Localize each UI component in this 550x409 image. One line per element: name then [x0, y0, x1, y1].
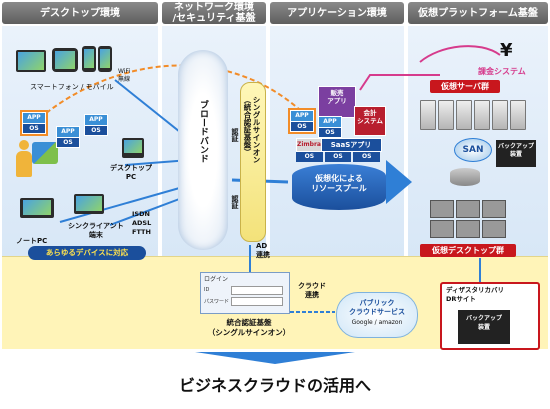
- notebook-device: [20, 198, 54, 218]
- orange-dashed-link: [39, 64, 301, 119]
- server-rack: [414, 96, 540, 132]
- tablet-device: [16, 50, 46, 72]
- os-row: OS OS OS: [296, 152, 381, 162]
- login-title: ログイン: [204, 276, 229, 283]
- zimbra-box: Zimbra: [296, 138, 322, 152]
- windows-logo: [32, 142, 58, 164]
- integrated-auth-label: 統合認証基盤 （シングルサインオン）: [207, 318, 291, 337]
- broadband-cloud: [178, 50, 228, 250]
- password-field[interactable]: [231, 297, 283, 306]
- login-window: ログイン ID パスワード: [200, 272, 290, 314]
- public-cloud: パブリック クラウドサービス Google / amazon: [336, 292, 418, 338]
- smartphone-device-3: [98, 46, 112, 72]
- broadband-label: ブロードバンド: [198, 100, 208, 163]
- dr-backup-box: バックアップ 装置: [458, 310, 510, 344]
- thin-client-label: シンクライアント 端末: [68, 222, 124, 239]
- yen-icon: ¥: [500, 40, 513, 61]
- header-app: アプリケーション環境: [270, 2, 404, 24]
- wifi-label: WiFi 無線: [118, 68, 131, 83]
- link-notebook: [59, 184, 191, 223]
- smartphone-label: スマートフォン / モバイル: [30, 83, 114, 91]
- lines-label: ISDN ADSL FTTH: [132, 210, 152, 236]
- app-to-virtual-arrow: [386, 160, 412, 204]
- header-network: ネットワーク環境 /セキュリティ基盤: [162, 2, 266, 24]
- public-cloud-label: パブリック クラウドサービス: [349, 299, 405, 316]
- ad-label: AD 連携: [256, 242, 270, 259]
- desktop-pc-label: デスクトップ PC: [110, 164, 152, 181]
- dr-site-box: ディザスタリカバリ DRサイト バックアップ 装置: [440, 282, 540, 350]
- providers-label: Google / amazon: [351, 319, 403, 326]
- sales-app-box: 販売 アプリ: [318, 86, 356, 118]
- san-node: SAN: [454, 138, 492, 162]
- saas-app-box: SaaSアプリ: [320, 138, 382, 152]
- notebook-label: ノートPC: [16, 237, 48, 245]
- dr-site-label: ディザスタリカバリ DRサイト: [446, 286, 504, 303]
- link-thin: [109, 194, 191, 226]
- auth-label-2: 認証: [231, 195, 239, 209]
- smartphone-device-1: [52, 48, 78, 72]
- thin-client-device: [74, 194, 104, 214]
- header-desktop: デスクトップ環境: [2, 2, 158, 24]
- backup-device-box: バックアップ 装置: [496, 140, 536, 167]
- id-field[interactable]: [231, 286, 283, 295]
- accounting-system-box: 会計 システム: [354, 106, 386, 136]
- resource-pool-label: 仮想化による リソースプール: [311, 174, 367, 193]
- billing-label: 課金システム: [478, 67, 526, 76]
- resource-pool-cylinder: [292, 164, 386, 210]
- all-devices-banner: あらゆるデバイスに対応: [28, 246, 146, 260]
- storage-array: [430, 168, 524, 238]
- footer-title: ビジネスクラウドの活用へ: [178, 376, 371, 395]
- header-virtual: 仮想プラットフォーム基盤: [408, 2, 548, 24]
- billing-arrow: [359, 74, 440, 91]
- auth-label-1: 認証: [231, 128, 239, 142]
- footer-arrow: [195, 352, 355, 364]
- sso-pillar: [240, 82, 266, 242]
- desktop-group-badge: 仮想デスクトップ群: [420, 244, 516, 257]
- cloud-link-label: クラウド 連携: [298, 282, 326, 299]
- yen-arrow: [419, 45, 501, 63]
- id-label: ID: [204, 287, 210, 293]
- person-icon: [14, 140, 34, 178]
- sso-label: シングルサインオン （統合認証基盤）: [243, 96, 261, 164]
- server-group-badge: 仮想サーバ群: [430, 80, 500, 93]
- link-mobile: [114, 79, 191, 141]
- password-label: パスワード: [204, 299, 230, 305]
- smartphone-device-2: [82, 46, 96, 72]
- desktop-pc-device: [122, 138, 144, 158]
